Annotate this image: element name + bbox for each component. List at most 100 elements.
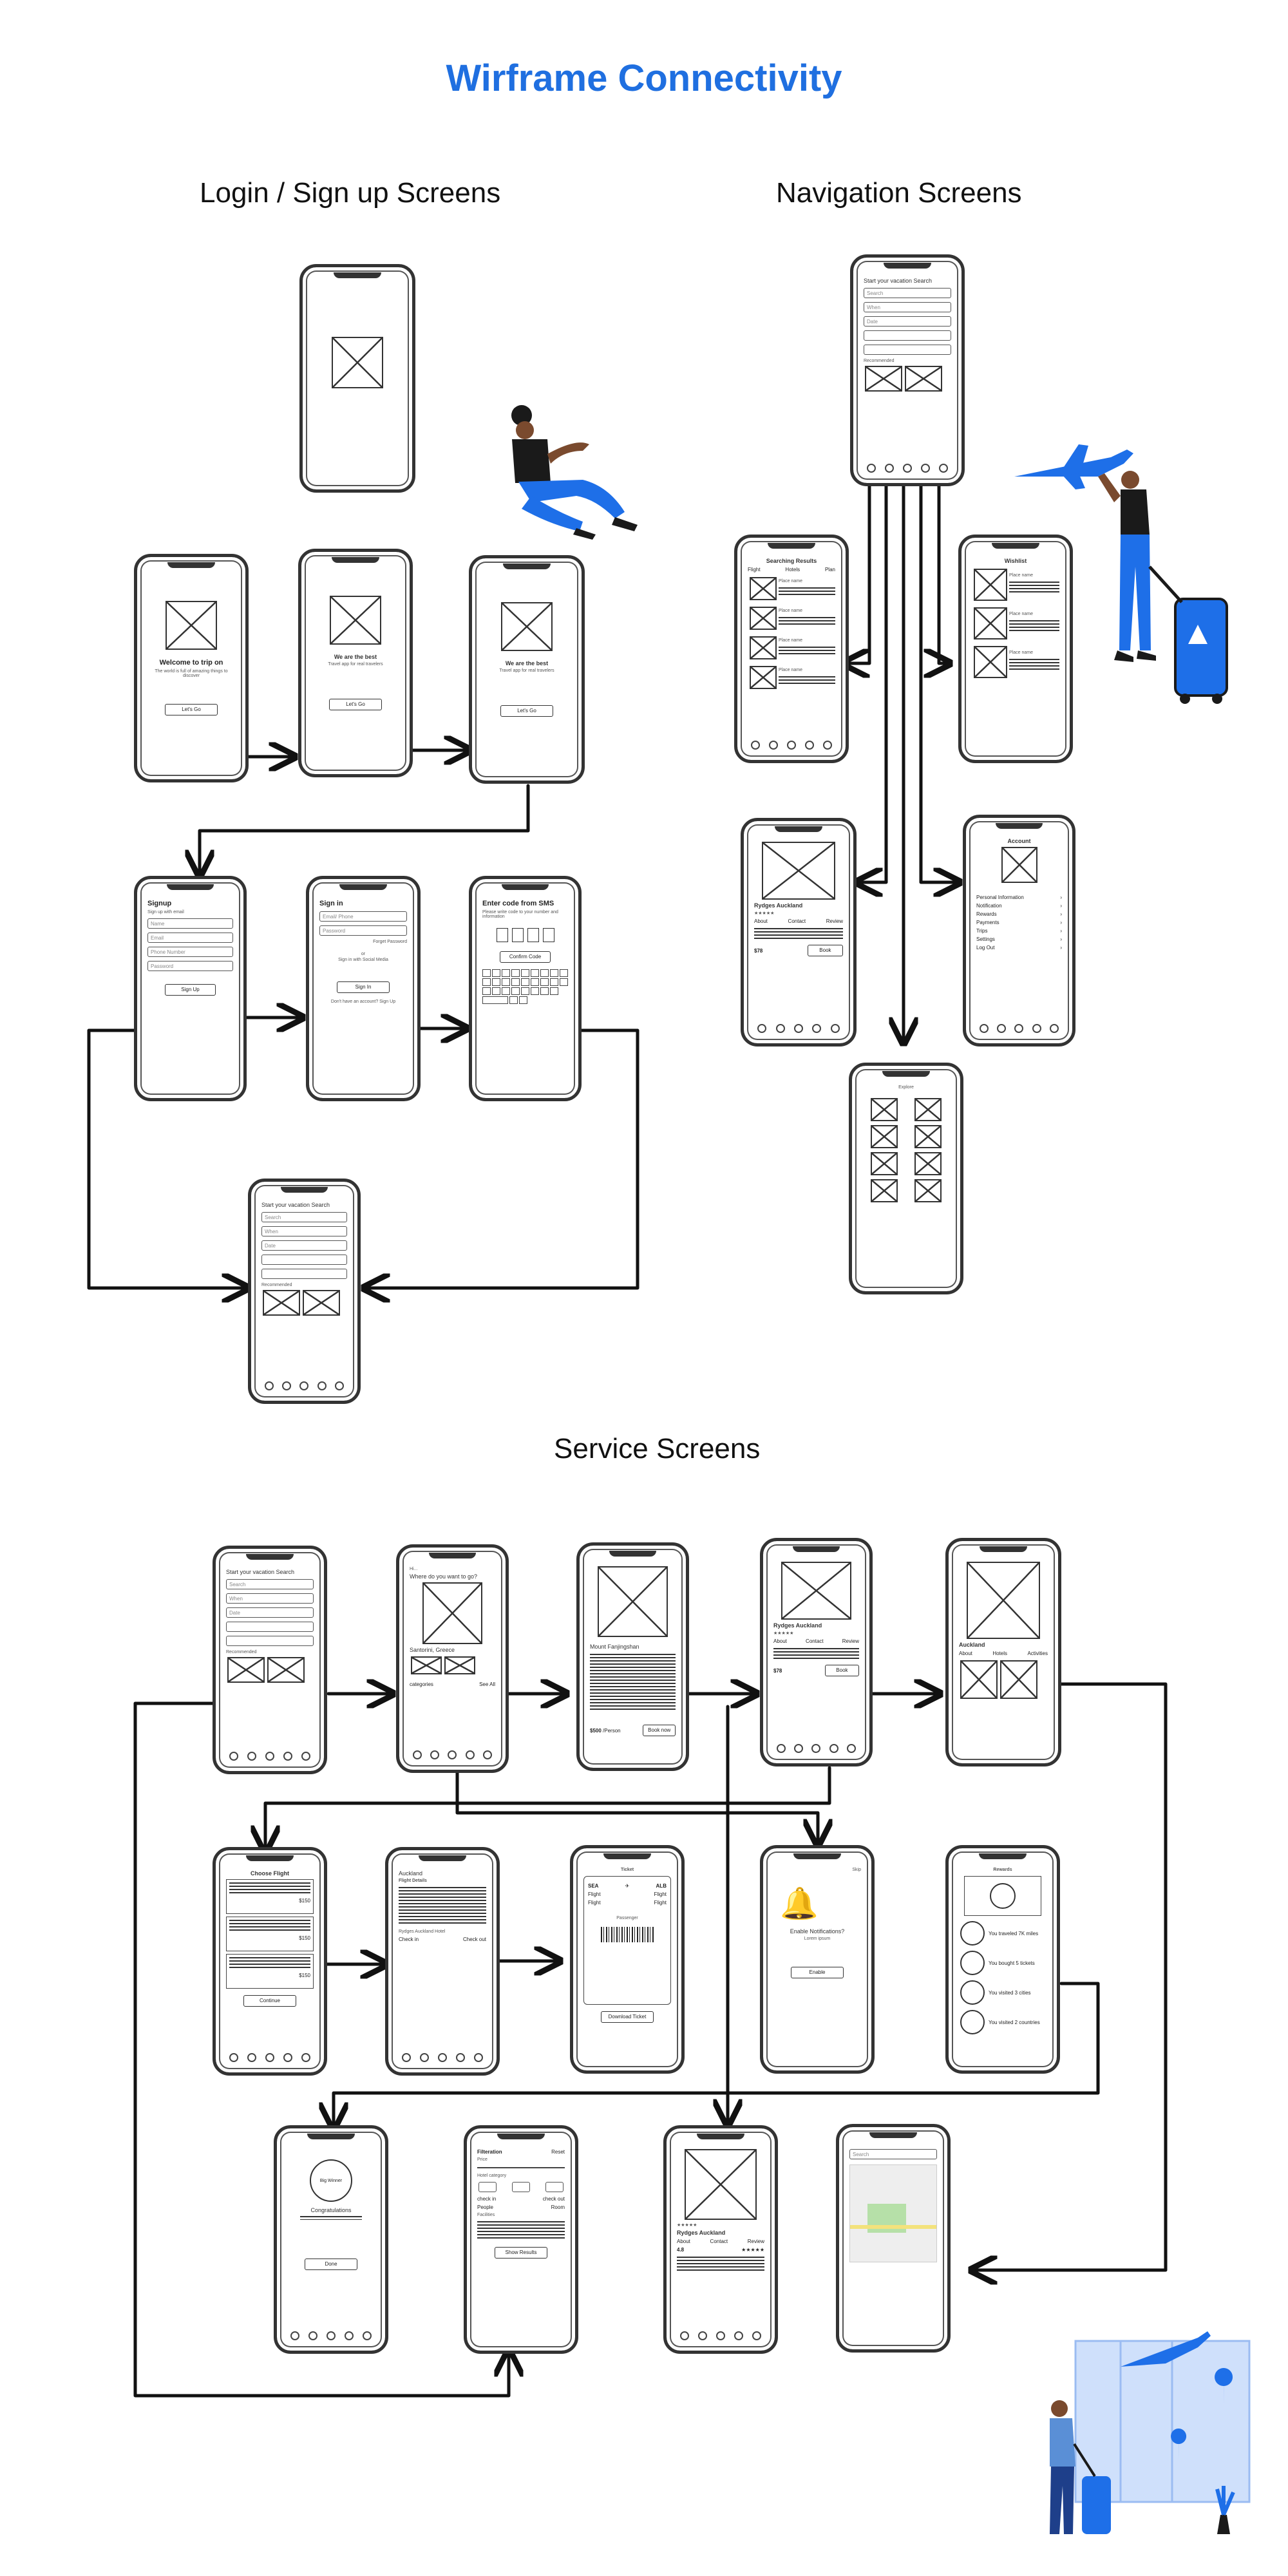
download-ticket-button[interactable]: Download Ticket [601, 2011, 654, 2023]
tab-review[interactable]: Review [747, 2239, 764, 2244]
nav-tab-icon[interactable] [265, 2053, 274, 2062]
nav-tab-icon[interactable] [823, 741, 832, 750]
nav-tab-icon[interactable] [483, 1750, 493, 1759]
tab-contact[interactable]: Contact [806, 1638, 824, 1644]
password-field[interactable]: Password [319, 925, 407, 936]
nav-tab-icon[interactable] [282, 1381, 292, 1390]
lets-go-button[interactable]: Let's Go [165, 704, 218, 715]
guests-input[interactable] [864, 330, 951, 341]
tab-hotels[interactable]: Hotels [785, 567, 800, 573]
nav-tab-icon[interactable] [265, 1752, 274, 1761]
skip-link[interactable]: Skip [852, 1868, 861, 1872]
show-results-button[interactable]: Show Results [495, 2247, 547, 2259]
email-phone-field[interactable]: Email/ Phone [319, 911, 407, 922]
tab-flight[interactable]: Flight [748, 567, 761, 573]
guests-input[interactable] [226, 1622, 314, 1632]
name-field[interactable]: Name [147, 918, 233, 929]
when-input[interactable]: When [261, 1226, 347, 1236]
nav-tab-icon[interactable] [308, 2331, 317, 2340]
tab-about[interactable]: About [677, 2239, 690, 2244]
list-item[interactable]: Place name [972, 605, 1059, 641]
nav-tab-icon[interactable] [885, 464, 894, 473]
nav-tab-icon[interactable] [402, 2053, 411, 2062]
confirm-code-button[interactable]: Confirm Code [499, 951, 551, 963]
menu-item[interactable]: Notification› [976, 903, 1062, 909]
signin-button[interactable]: Sign In [337, 981, 390, 993]
nav-tab-icon[interactable] [698, 2331, 707, 2340]
signup-button[interactable]: Sign Up [164, 984, 216, 996]
explore-tile[interactable] [914, 1179, 942, 1202]
nav-tab-icon[interactable] [793, 1024, 803, 1033]
search-input[interactable]: Search [226, 1579, 314, 1589]
nav-tab-icon[interactable] [787, 741, 796, 750]
search-button[interactable] [864, 345, 951, 355]
nav-tab-icon[interactable] [680, 2331, 689, 2340]
nav-tab-icon[interactable] [997, 1024, 1007, 1033]
reset-link[interactable]: Reset [551, 2149, 565, 2155]
tab-plan[interactable]: Plan [824, 567, 835, 573]
tab-about[interactable]: About [773, 1638, 787, 1644]
tab-review[interactable]: Review [842, 1638, 859, 1644]
tab-review[interactable]: Review [826, 918, 843, 924]
price-slider[interactable] [477, 2167, 565, 2168]
date-input[interactable]: Date [261, 1240, 347, 1251]
nav-tab-icon[interactable] [335, 1381, 345, 1390]
nav-tab-icon[interactable] [751, 741, 760, 750]
nav-tab-icon[interactable] [283, 2053, 292, 2062]
nav-tab-icon[interactable] [757, 1024, 767, 1033]
nav-tab-icon[interactable] [229, 2053, 238, 2062]
nav-tab-icon[interactable] [456, 2053, 465, 2062]
nav-tab-icon[interactable] [847, 1744, 857, 1753]
nav-tab-icon[interactable] [412, 1750, 422, 1759]
done-button[interactable]: Done [305, 2259, 357, 2270]
search-input[interactable]: Search [261, 1212, 347, 1222]
when-input[interactable]: When [864, 302, 951, 312]
signup-link[interactable]: Don't have an account? Sign Up [330, 999, 396, 1004]
list-item[interactable]: Place name [748, 664, 835, 691]
nav-tab-icon[interactable] [830, 1024, 840, 1033]
list-item[interactable]: Place name [972, 567, 1059, 603]
book-button[interactable]: Book [824, 1665, 859, 1676]
menu-item[interactable]: Settings› [976, 936, 1062, 942]
nav-tab-icon[interactable] [247, 2053, 256, 2062]
nav-tab-icon[interactable] [1050, 1024, 1059, 1033]
nav-tab-icon[interactable] [301, 1752, 310, 1761]
lets-go-button[interactable]: Let's Go [329, 699, 382, 710]
nav-tab-icon[interactable] [805, 741, 814, 750]
list-item[interactable]: Place name [748, 605, 835, 632]
explore-tile[interactable] [871, 1098, 898, 1121]
tab-contact[interactable]: Contact [788, 918, 806, 924]
menu-item[interactable]: Log Out› [976, 945, 1062, 951]
explore-tile[interactable] [914, 1098, 942, 1121]
nav-tab-icon[interactable] [903, 464, 912, 473]
flight-card[interactable]: $150 [226, 1917, 314, 1951]
nav-tab-icon[interactable] [290, 2331, 299, 2340]
search-input[interactable]: Search [864, 288, 951, 298]
nav-tab-icon[interactable] [867, 464, 876, 473]
nav-tab-icon[interactable] [438, 2053, 447, 2062]
see-all-link[interactable]: See All [479, 1681, 495, 1687]
nav-tab-icon[interactable] [474, 2053, 483, 2062]
list-item[interactable]: Place name [748, 575, 835, 602]
search-button[interactable] [226, 1636, 314, 1646]
nav-tab-icon[interactable] [776, 1744, 786, 1753]
nav-tab-icon[interactable] [283, 1752, 292, 1761]
nav-tab-icon[interactable] [775, 1024, 785, 1033]
menu-item[interactable]: Rewards› [976, 911, 1062, 917]
tab-hotels[interactable]: Hotels [992, 1651, 1008, 1656]
nav-tab-icon[interactable] [448, 1750, 457, 1759]
book-now-button[interactable]: Book now [643, 1725, 676, 1736]
menu-item[interactable]: Personal Information› [976, 895, 1062, 900]
flight-card[interactable]: $150 [226, 1954, 314, 1989]
tab-activities[interactable]: Activities [1027, 1651, 1048, 1656]
nav-tab-icon[interactable] [829, 1744, 838, 1753]
menu-item[interactable]: Payments› [976, 920, 1062, 925]
nav-tab-icon[interactable] [363, 2331, 372, 2340]
guests-input[interactable] [261, 1255, 347, 1265]
nav-tab-icon[interactable] [811, 1744, 821, 1753]
phone-field[interactable]: Phone Number [147, 947, 233, 957]
nav-tab-icon[interactable] [229, 1752, 238, 1761]
password-field[interactable]: Password [147, 961, 233, 971]
nav-tab-icon[interactable] [979, 1024, 989, 1033]
tab-about[interactable]: About [959, 1651, 972, 1656]
